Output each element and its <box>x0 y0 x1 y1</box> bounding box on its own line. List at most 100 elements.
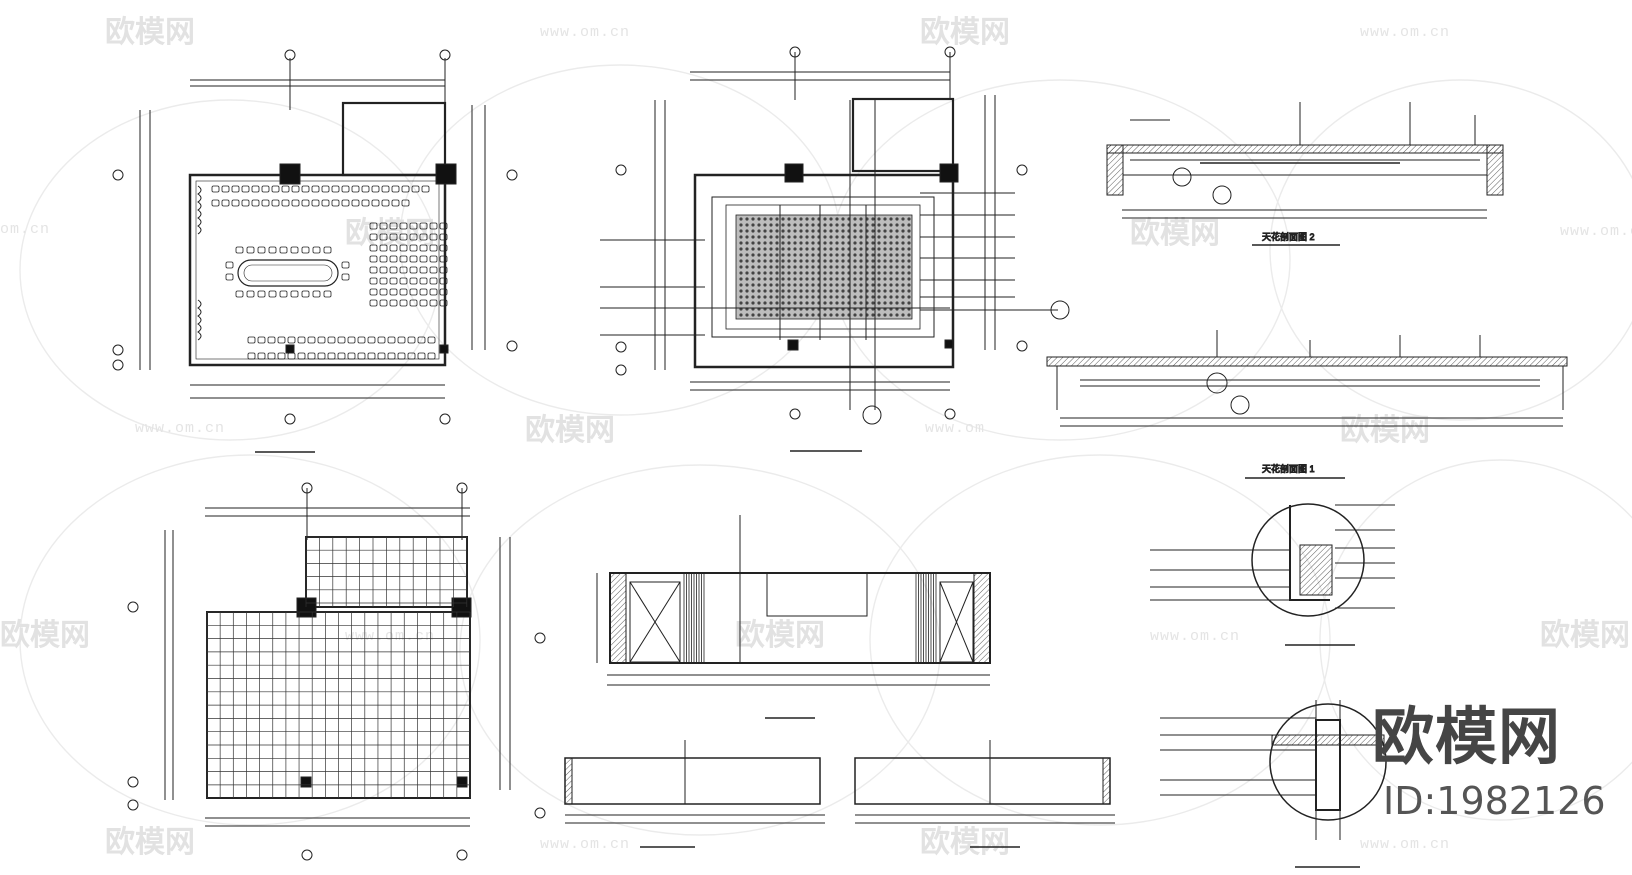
chair <box>211 185 220 193</box>
chair <box>429 222 438 230</box>
chair <box>211 199 220 207</box>
svg-text:欧模网: 欧模网 <box>525 413 615 448</box>
chair <box>389 288 398 296</box>
chair <box>401 185 410 193</box>
stamp-brand: 欧模网 <box>1372 700 1562 773</box>
chair <box>312 246 321 254</box>
chair <box>397 336 406 344</box>
svg-text:www.om.cn: www.om.cn <box>540 836 630 853</box>
chair <box>439 233 448 241</box>
chair <box>409 255 418 263</box>
svg-text:欧模网: 欧模网 <box>920 15 1010 50</box>
chair <box>369 244 378 252</box>
chair <box>379 299 388 307</box>
chair <box>317 352 326 360</box>
chair <box>439 266 448 274</box>
chair <box>419 277 428 285</box>
chair <box>409 222 418 230</box>
chair <box>369 222 378 230</box>
chair <box>307 352 316 360</box>
ceiling-section-1-caption: 天花剖面图 1 <box>1262 463 1315 474</box>
chair <box>317 336 326 344</box>
stamp-id: ID:1982126 <box>1383 779 1606 823</box>
chair <box>331 199 340 207</box>
chair <box>429 233 438 241</box>
chair <box>312 290 321 298</box>
chair <box>417 352 426 360</box>
chair <box>351 199 360 207</box>
watermark-url-3: www.om.cn <box>1560 223 1632 240</box>
chair <box>337 352 346 360</box>
detail-b-drawing <box>1160 700 1387 868</box>
chair <box>367 352 376 360</box>
chair <box>399 255 408 263</box>
chair <box>361 185 370 193</box>
watermark-logo-11: 欧模网 <box>920 825 1010 860</box>
chair <box>241 185 250 193</box>
chair <box>389 266 398 274</box>
svg-text:www.om.cn: www.om.cn <box>135 420 225 437</box>
chair <box>419 255 428 263</box>
elevation-slats <box>683 573 937 663</box>
chair <box>321 199 330 207</box>
floor-plan-drawing <box>112 49 518 453</box>
chair <box>291 199 300 207</box>
chair <box>369 288 378 296</box>
svg-text:www.om.cn: www.om.cn <box>1560 223 1632 240</box>
chair <box>246 246 255 254</box>
svg-text:欧模网: 欧模网 <box>920 825 1010 860</box>
chair <box>371 185 380 193</box>
svg-text:欧模网: 欧模网 <box>735 618 825 653</box>
chair <box>397 352 406 360</box>
chair <box>290 246 299 254</box>
chair <box>391 185 400 193</box>
watermark-url-9: www.om.cn <box>1360 836 1449 853</box>
chair <box>257 352 266 360</box>
chair <box>279 246 288 254</box>
chair <box>241 199 250 207</box>
svg-text:欧模网: 欧模网 <box>1340 413 1430 448</box>
chair <box>267 352 276 360</box>
chair <box>419 233 428 241</box>
chair <box>399 244 408 252</box>
chair <box>399 266 408 274</box>
watermark-url-7: www.om.cn <box>1150 628 1239 645</box>
chair <box>419 222 428 230</box>
svg-text:欧模网: 欧模网 <box>105 15 195 50</box>
chair <box>281 199 290 207</box>
chair <box>231 185 240 193</box>
chair <box>341 185 350 193</box>
wall-elevation-drawing <box>596 515 991 719</box>
chair <box>389 255 398 263</box>
chair <box>235 246 244 254</box>
small-elevation-right <box>854 740 1115 848</box>
chair <box>291 185 300 193</box>
chair <box>389 222 398 230</box>
chair <box>357 352 366 360</box>
floor-plan-seats <box>211 185 448 360</box>
svg-text:om.cn: om.cn <box>0 221 50 238</box>
chair <box>323 290 332 298</box>
svg-text:www.om: www.om <box>925 420 985 437</box>
chair <box>439 244 448 252</box>
chair <box>389 233 398 241</box>
chair <box>369 277 378 285</box>
chair <box>379 222 388 230</box>
watermark-logo-1: 欧模网 <box>105 15 195 50</box>
chair <box>419 244 428 252</box>
chair <box>427 352 436 360</box>
chair <box>399 288 408 296</box>
watermark-url-5: www.om <box>925 420 985 437</box>
chair <box>327 336 336 344</box>
chair <box>439 288 448 296</box>
chair <box>429 244 438 252</box>
chair <box>297 336 306 344</box>
watermark-logo-7: 欧模网 <box>0 618 90 653</box>
ceiling-plan-drawing <box>600 46 1070 452</box>
chair <box>429 277 438 285</box>
chair <box>361 199 370 207</box>
chair <box>421 185 430 193</box>
chair <box>341 273 350 281</box>
chair <box>321 185 330 193</box>
